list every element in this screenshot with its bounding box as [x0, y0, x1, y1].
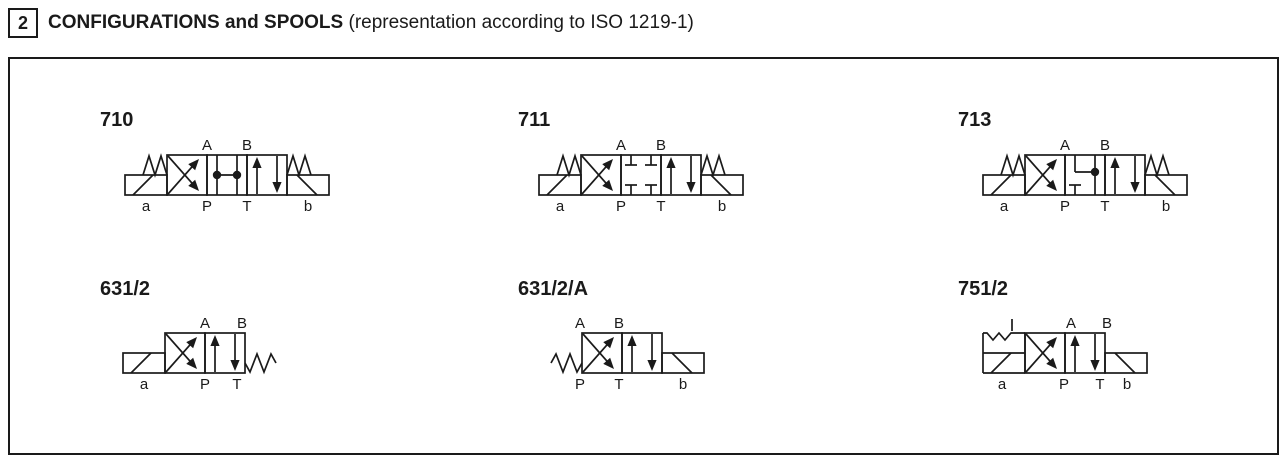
section-title-note: (representation according to ISO 1219-1)	[348, 12, 694, 33]
svg-text:P: P	[200, 376, 210, 393]
svg-text:T: T	[1100, 198, 1109, 215]
svg-text:B: B	[1100, 137, 1110, 154]
valve-code-631-2-a: 631/2/A	[518, 278, 589, 300]
svg-text:B: B	[614, 315, 624, 332]
svg-text:T: T	[1095, 376, 1104, 393]
valve-symbol-751-2: A B P Ta b	[982, 315, 1148, 393]
svg-text:a: a	[140, 376, 149, 393]
svg-text:A: A	[616, 137, 626, 154]
valve-symbol-631-2: A B P Ta	[122, 315, 277, 393]
svg-text:a: a	[142, 198, 151, 215]
svg-text:T: T	[614, 376, 623, 393]
svg-text:a: a	[1000, 198, 1009, 215]
valve-code-710: 710	[100, 109, 134, 131]
svg-text:A: A	[200, 315, 210, 332]
svg-text:b: b	[1123, 376, 1131, 393]
svg-text:B: B	[237, 315, 247, 332]
svg-text:T: T	[232, 376, 241, 393]
valve-code-631-2: 631/2	[100, 278, 151, 300]
svg-text:P: P	[616, 198, 626, 215]
section-title: CONFIGURATIONS and SPOOLS (representatio…	[48, 12, 694, 34]
valve-code-711: 711	[518, 109, 551, 131]
section-number: 2	[17, 12, 28, 33]
valve-symbol-710: A B P Ta b	[124, 137, 330, 215]
svg-text:T: T	[656, 198, 665, 215]
svg-text:P: P	[202, 198, 212, 215]
section-number-box: 2	[8, 8, 38, 38]
valve-symbol-713: A B P Ta b	[982, 137, 1188, 215]
svg-text:P: P	[575, 376, 585, 393]
svg-text:B: B	[1102, 315, 1112, 332]
svg-text:B: B	[656, 137, 666, 154]
section-title-main: CONFIGURATIONS and SPOOLS	[48, 12, 344, 33]
svg-text:a: a	[556, 198, 565, 215]
svg-text:B: B	[242, 137, 252, 154]
svg-text:P: P	[1060, 198, 1070, 215]
svg-text:T: T	[242, 198, 251, 215]
svg-text:a: a	[998, 376, 1007, 393]
svg-text:b: b	[679, 376, 687, 393]
svg-text:b: b	[1162, 198, 1170, 215]
valve-code-751-2: 751/2	[958, 278, 1009, 300]
svg-text:P: P	[1059, 376, 1069, 393]
svg-text:A: A	[1066, 315, 1076, 332]
svg-text:A: A	[1060, 137, 1070, 154]
svg-text:b: b	[718, 198, 726, 215]
svg-text:A: A	[202, 137, 212, 154]
svg-text:A: A	[575, 315, 585, 332]
svg-text:b: b	[304, 198, 312, 215]
diagram-panel	[8, 57, 1279, 455]
valve-code-713: 713	[958, 109, 992, 131]
valve-symbol-711: A B P Ta b	[538, 137, 744, 215]
